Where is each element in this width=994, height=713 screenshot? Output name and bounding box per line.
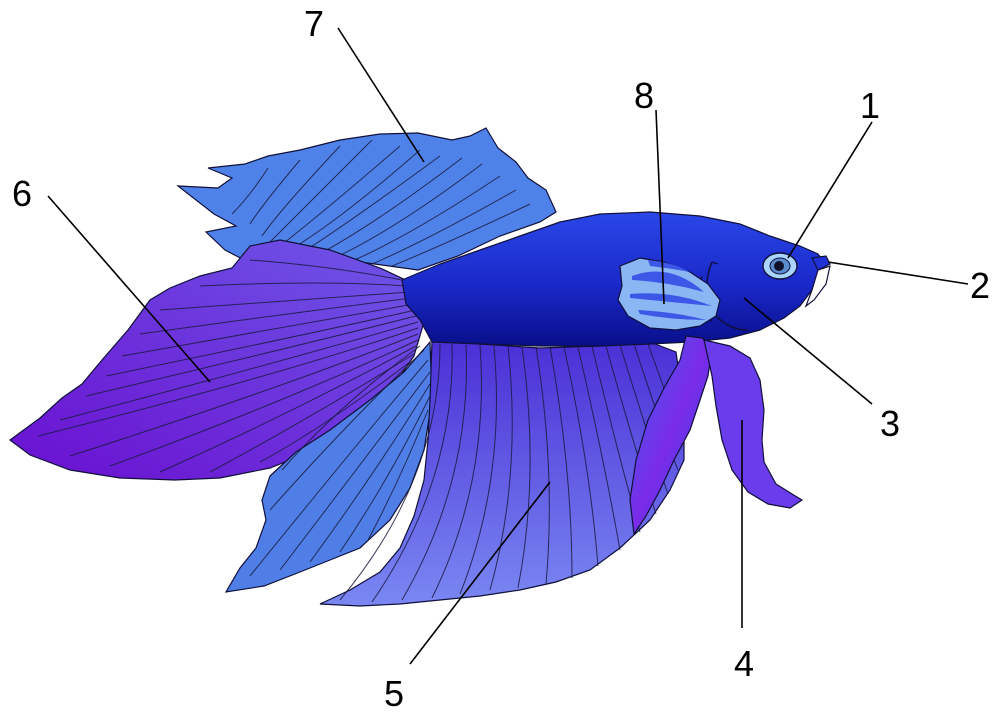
leader-3 xyxy=(744,298,872,404)
label-4: 4 xyxy=(734,643,754,684)
label-2: 2 xyxy=(970,265,990,306)
label-1: 1 xyxy=(860,85,880,126)
label-8: 8 xyxy=(634,75,654,116)
label-5: 5 xyxy=(384,673,404,713)
label-6: 6 xyxy=(12,173,32,214)
label-7: 7 xyxy=(304,3,324,44)
leader-2 xyxy=(828,262,968,284)
leader-1 xyxy=(788,122,872,258)
eye xyxy=(763,253,797,279)
label-3: 3 xyxy=(880,403,900,444)
